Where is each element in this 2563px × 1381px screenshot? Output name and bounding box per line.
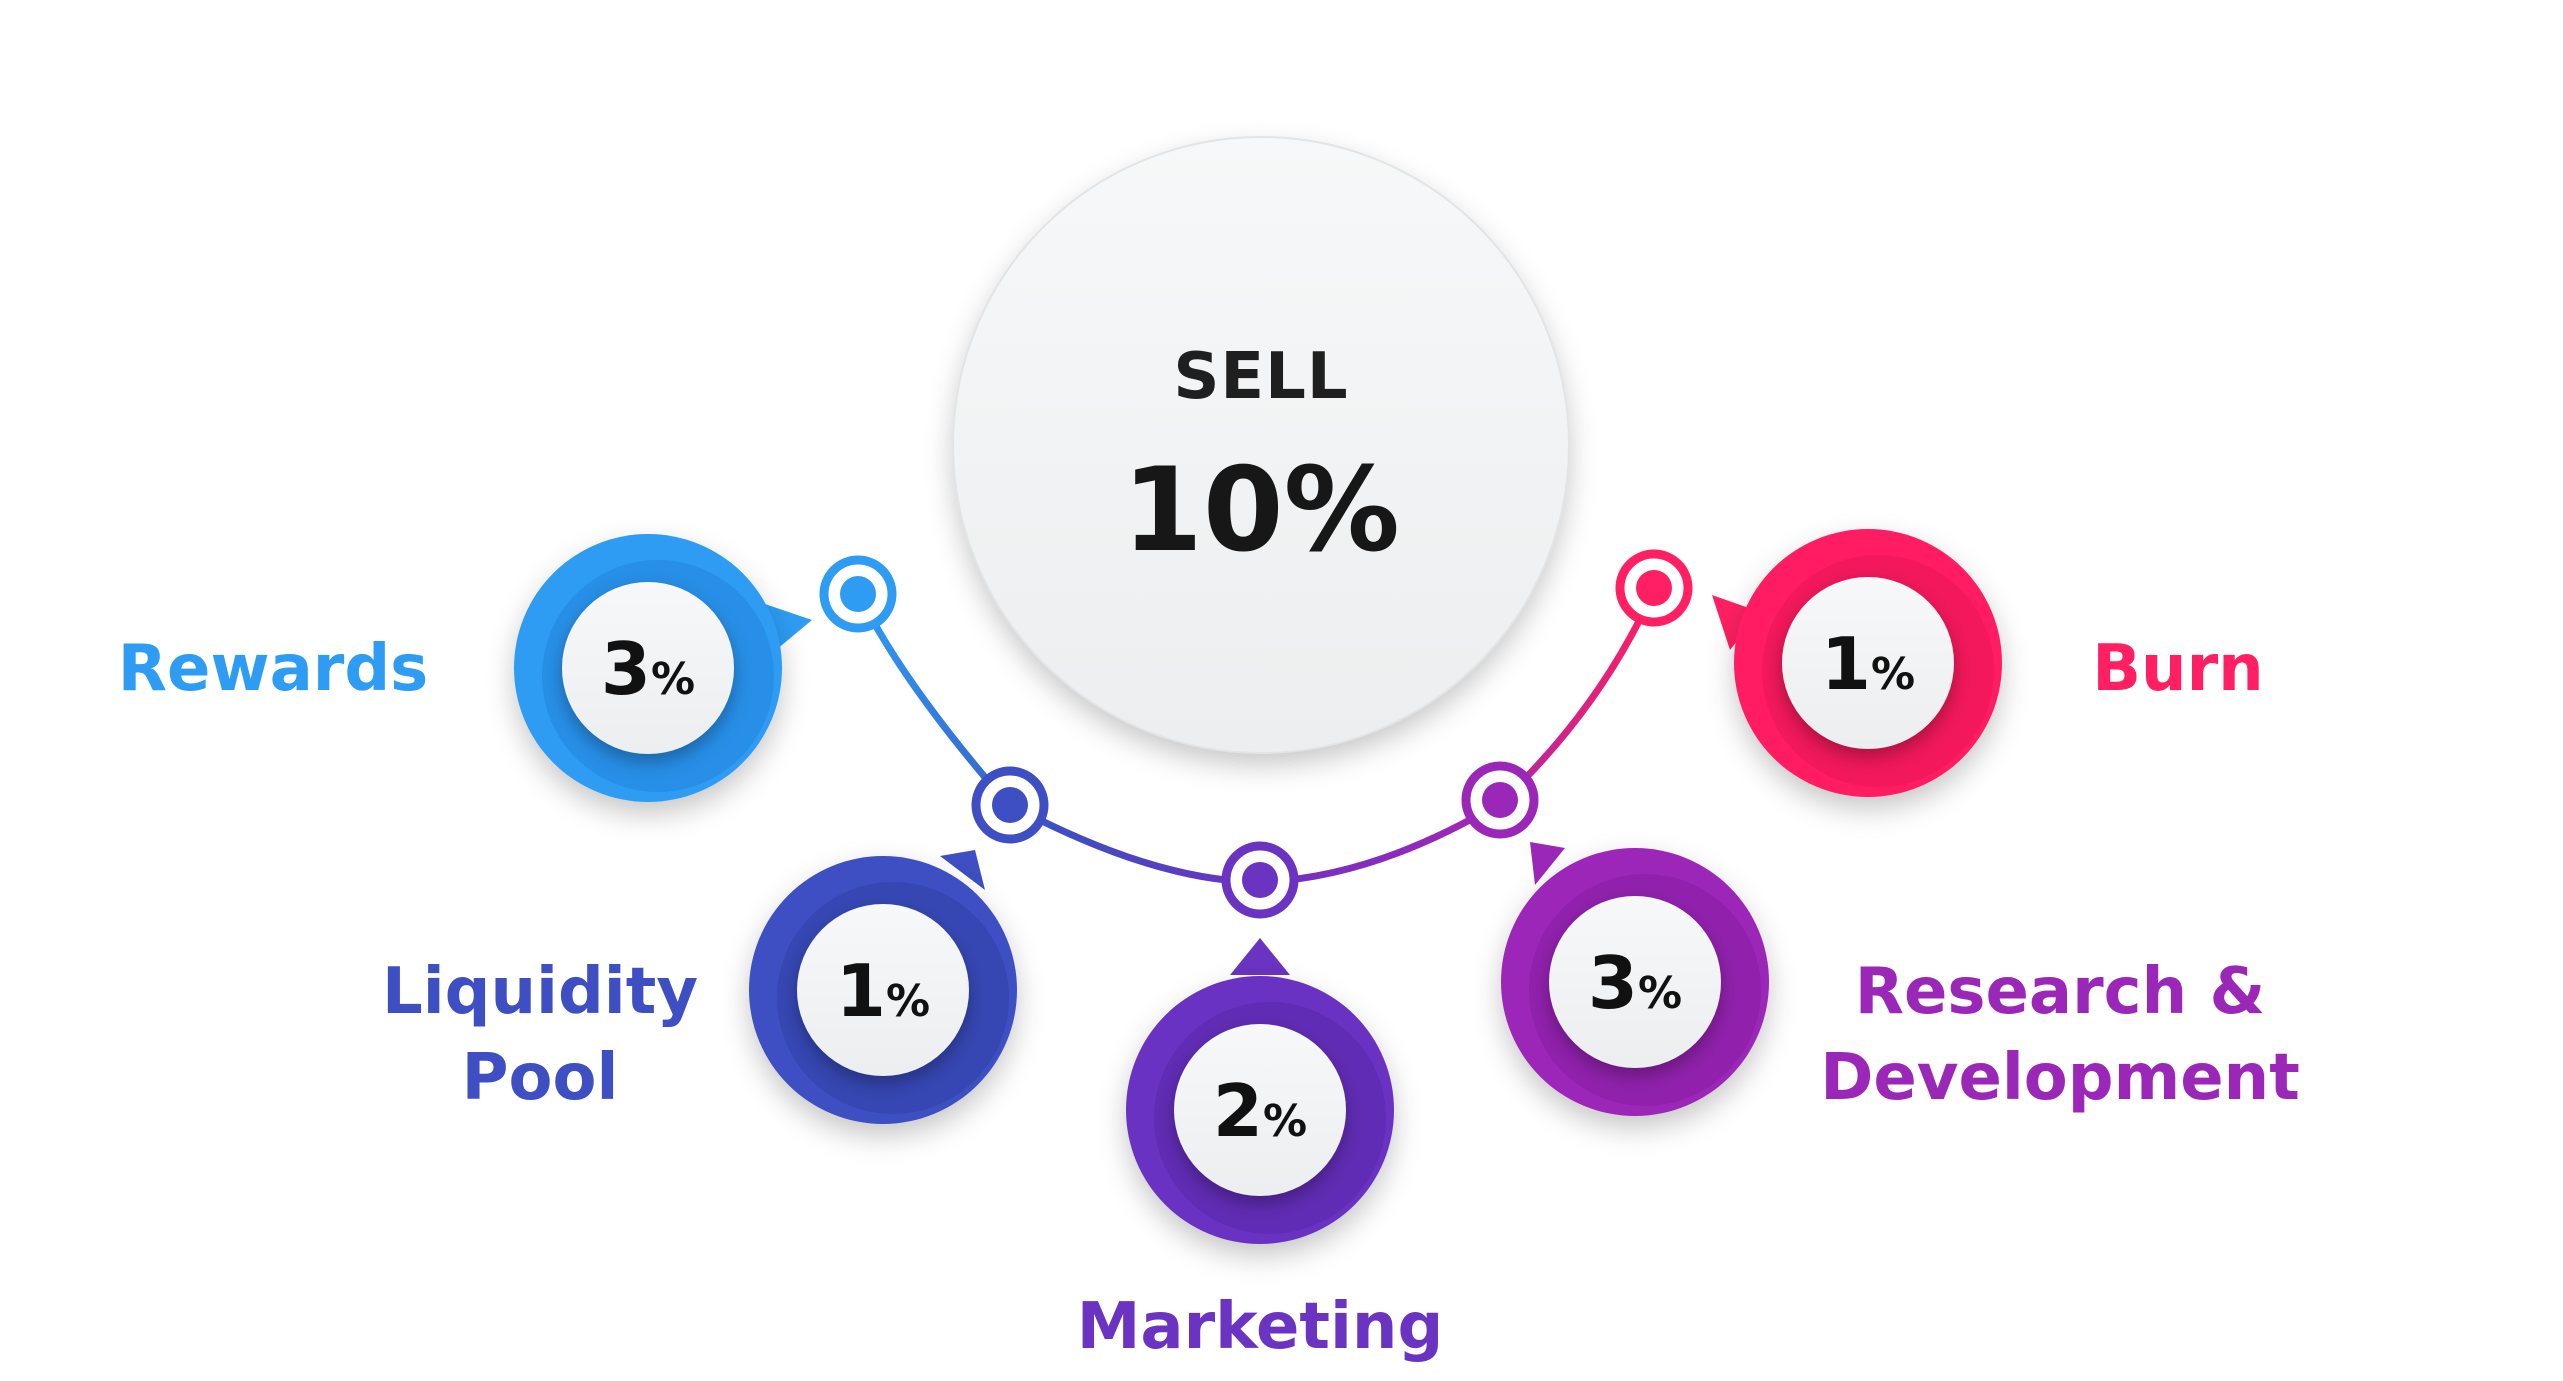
bubble-marketing: 2% <box>1126 938 1394 1244</box>
main-value: 10% <box>1122 443 1400 578</box>
item-rewards: 3% Rewards <box>118 534 897 802</box>
percent-unit: % <box>1263 1096 1307 1147</box>
label-line: Marketing <box>1077 1290 1444 1364</box>
node-liquidity-pool <box>971 766 1049 844</box>
main-title: SELL <box>1173 340 1348 414</box>
label-line: Pool <box>462 1041 619 1115</box>
label-line: Research & <box>1855 955 2266 1029</box>
percent-unit: % <box>651 654 695 705</box>
label-research-development: Research & Development <box>1820 955 2300 1115</box>
node-research-development <box>1461 761 1539 839</box>
label-line: Rewards <box>118 632 428 706</box>
bubble-burn: 1% <box>1712 529 2002 797</box>
percent-marketing: 2% <box>1213 1069 1307 1153</box>
label-marketing: Marketing <box>1077 1290 1444 1364</box>
bubble-liquidity-pool: 1% <box>749 850 1017 1124</box>
main-circle: SELL 10% <box>952 136 1570 754</box>
percent-unit: % <box>886 976 930 1027</box>
percent-value: 1 <box>836 949 886 1033</box>
label-burn: Burn <box>2092 632 2263 706</box>
label-rewards: Rewards <box>118 632 428 706</box>
item-research-development: 3% Research & Development <box>1461 761 2300 1116</box>
percent-value: 3 <box>1588 941 1638 1025</box>
item-marketing: 2% Marketing <box>1077 841 1444 1364</box>
percent-rewards: 3% <box>601 627 695 711</box>
bubble-research-development: 3% <box>1501 842 1769 1116</box>
bubble-rewards: 3% <box>514 534 812 802</box>
label-line: Liquidity <box>382 955 698 1029</box>
item-burn: 1% Burn <box>1615 529 2264 797</box>
percent-unit: % <box>1871 649 1915 700</box>
node-burn <box>1615 549 1693 627</box>
percent-value: 2 <box>1213 1069 1263 1153</box>
percent-value: 1 <box>1821 622 1871 706</box>
label-line: Burn <box>2092 632 2263 706</box>
percent-burn: 1% <box>1821 622 1915 706</box>
node-marketing <box>1221 841 1299 919</box>
percent-liquidity-pool: 1% <box>836 949 930 1033</box>
node-rewards <box>819 555 897 633</box>
percent-value: 3 <box>601 627 651 711</box>
label-line: Development <box>1820 1041 2300 1115</box>
percent-unit: % <box>1638 968 1682 1019</box>
percent-research-development: 3% <box>1588 941 1682 1025</box>
